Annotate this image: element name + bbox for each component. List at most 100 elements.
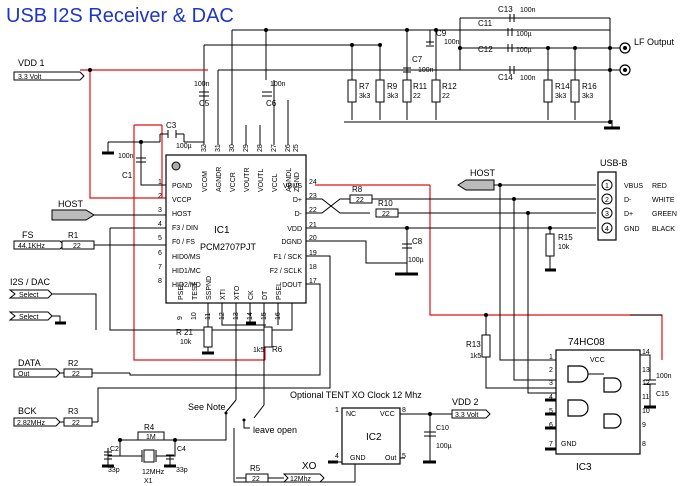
ic1-pin-number: 25 [293,144,300,152]
resistor-r16: R16 3k3 [570,79,597,103]
svg-text:NC: NC [346,411,356,418]
ic1-part: PCM2707PJT [200,242,257,252]
svg-text:R4: R4 [144,423,155,432]
svg-text:100µ: 100µ [516,31,532,38]
ic1-pin-number: 5 [158,235,162,242]
capacitor-c9: C9 100n [426,29,460,47]
ic1-pin-name: VOUTL [258,169,265,192]
data-output: DATA Out R2 22 [13,283,321,378]
svg-text:100n: 100n [656,373,672,380]
usb-pin-circle [601,193,613,205]
capacitor-c5: 100n C5 [194,81,210,108]
svg-text:22: 22 [252,476,260,483]
ic1-pin-number: 10 [191,312,198,320]
ic1-pin-number: 9 [177,316,184,320]
ic1-pin-name: VBUS [283,183,302,190]
ic3-pin-number: 3 [549,380,553,387]
ic1-pin-name: PSEL [178,282,185,300]
ic1-pin-name: CK [248,290,255,300]
ic1-pin-name: PGND [172,183,192,190]
svg-text:100µ: 100µ [176,143,192,150]
svg-text:FS: FS [22,230,34,240]
svg-text:22: 22 [356,197,364,204]
svg-text:22: 22 [72,420,80,427]
ic1-pin-number: 27 [271,144,278,152]
capacitor-c12: C12 100µ [478,44,532,54]
usb-pin-number: 3 [605,211,609,218]
host-left-input: HOST [51,199,166,221]
svg-text:22: 22 [413,93,421,100]
ic1-pin-name: AGNDR [216,167,223,192]
ic1-pin-name: HOST [172,211,192,218]
ic1-pin-number: 24 [309,179,317,186]
svg-text:100n: 100n [270,81,286,88]
svg-text:C11: C11 [478,19,493,28]
ic1-pin-name: PSEL [276,282,283,300]
ic1-pin-name: D+ [293,197,302,204]
svg-text:100n: 100n [194,81,210,88]
usb-wire-color: RED [652,183,667,190]
ic1-pin-number: 28 [257,144,264,152]
ic1-pin-name: F0 / FS [172,239,195,246]
svg-text:R8: R8 [352,185,363,194]
svg-text:R3: R3 [68,407,79,416]
svg-text:R9: R9 [387,82,398,91]
svg-text:C12: C12 [478,45,493,54]
ic1-pin-number: 7 [158,264,162,271]
usb-pin-name: GND [624,226,640,233]
usb-wire-color: BLACK [652,226,675,233]
ic1-pin-number: 21 [309,222,317,229]
usb-pin-number: 4 [605,226,609,233]
svg-text:HOST: HOST [470,168,496,178]
ic1-pin-number: 2 [158,193,162,200]
ic2-name: IC2 [366,432,382,443]
capacitor-c14: C14 100n [498,66,536,82]
ic1-pin-number: 31 [215,144,222,152]
svg-text:3.3 Volt: 3.3 Volt [455,412,478,419]
svg-text:BCK: BCK [18,406,37,416]
resistor-r12: R12 22 [431,79,457,103]
svg-text:R2: R2 [68,359,79,368]
svg-text:3k3: 3k3 [359,93,370,100]
xo-clock: R5 22 XO 12Mhz [236,461,325,483]
svg-text:22: 22 [382,211,390,218]
svg-text:R14: R14 [555,82,570,91]
svg-text:1: 1 [335,407,339,414]
svg-text:R12: R12 [442,82,457,91]
svg-text:Select: Select [19,292,39,299]
svg-text:R16: R16 [582,82,597,91]
svg-text:Select: Select [19,314,39,321]
ic1-pin-name: HID0/MS [172,254,201,261]
svg-text:Out: Out [18,371,29,378]
svg-text:VDD 1: VDD 1 [18,58,45,68]
ic1-pin-name: XTO [234,285,241,300]
ic3-pin-number: 14 [642,349,650,356]
svg-text:C6: C6 [266,99,277,108]
bottom-ic1-parts: R 21 10k 1k5 R6 [176,303,293,405]
ic1-pin-name: AGNDL [286,168,293,192]
ic1-pin-number: 30 [229,144,236,152]
ic1-name: IC1 [214,225,230,236]
svg-text:100n: 100n [520,75,536,82]
svg-text:100n: 100n [118,153,134,160]
svg-text:10k: 10k [558,244,570,251]
ic1-pin-number: 8 [158,278,162,285]
svg-text:44.1KHz: 44.1KHz [18,243,45,250]
svg-text:22: 22 [72,371,80,378]
resistor-r14: R14 3k3 [543,79,570,103]
svg-text:3k3: 3k3 [555,93,566,100]
usb-pin-name: D- [624,197,632,204]
ic1-pin-name: VDD [287,226,302,233]
svg-text:GND: GND [350,455,366,462]
svg-text:C9: C9 [436,29,447,38]
svg-text:XO: XO [302,461,317,472]
ic1-pin-name: XTI [220,289,227,300]
svg-text:DATA: DATA [18,358,41,368]
svg-text:R1: R1 [68,231,79,240]
ic3-pin-number: 4 [549,394,553,401]
vdd-red-wiring [80,69,663,361]
ic1-pin-name: D- [295,211,303,218]
svg-text:VDD 2: VDD 2 [452,397,479,407]
diagram-title: USB I2S Receiver & DAC [6,5,234,27]
